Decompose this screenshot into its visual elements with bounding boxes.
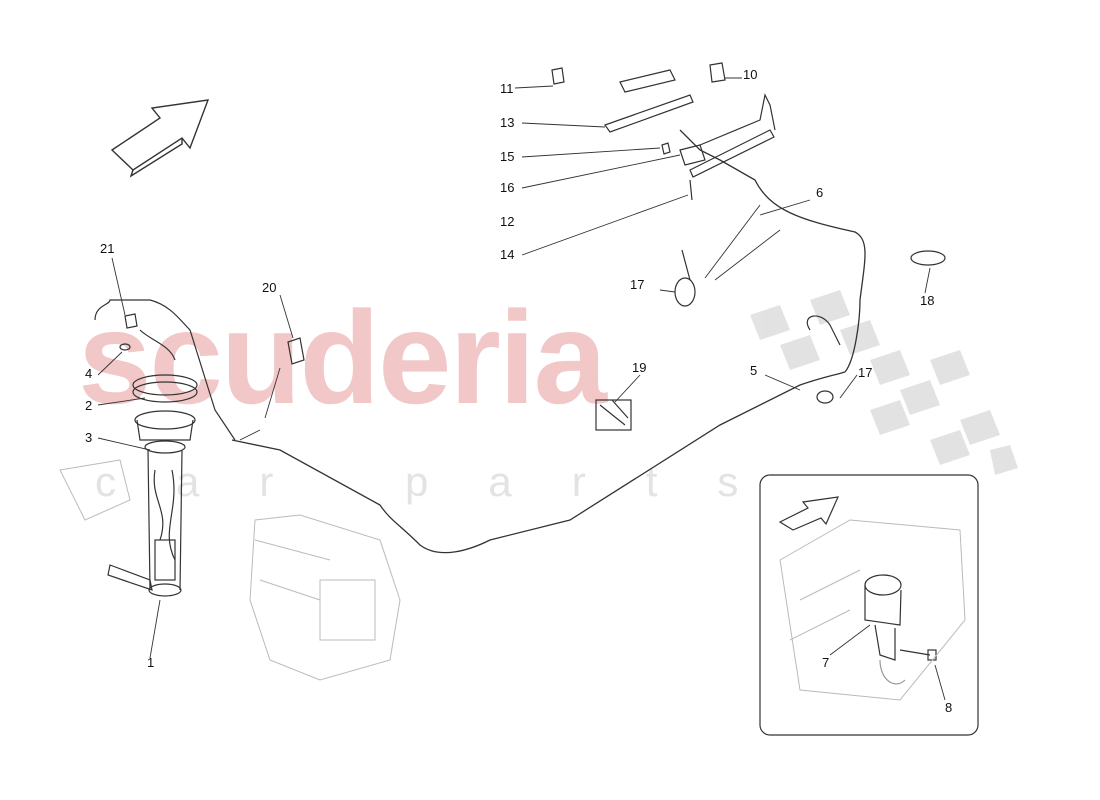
callout-4: 4 <box>85 366 92 381</box>
leader-lines <box>97 77 946 701</box>
callout-21: 21 <box>100 241 114 256</box>
callout-11: 11 <box>500 81 514 96</box>
callout-8: 8 <box>945 700 952 715</box>
callout-12: 12 <box>500 214 514 229</box>
callout-17a: 17 <box>630 277 644 292</box>
callout-3: 3 <box>85 430 92 445</box>
callout-15: 15 <box>500 149 514 164</box>
callout-1: 1 <box>147 655 154 670</box>
callout-16: 16 <box>500 180 514 195</box>
inset-detail-box <box>759 474 979 736</box>
inset-background-sketch <box>779 519 966 701</box>
callout-19: 19 <box>632 360 646 375</box>
callout-2: 2 <box>85 398 92 413</box>
callout-labels: 1 2 3 4 5 6 7 8 10 11 12 13 14 15 16 17 … <box>85 67 952 715</box>
fuel-pump-module <box>94 299 236 597</box>
fuel-line <box>231 129 866 554</box>
callout-5: 5 <box>750 363 757 378</box>
callout-20: 20 <box>262 280 276 295</box>
callout-10: 10 <box>743 67 757 82</box>
callout-6: 6 <box>816 185 823 200</box>
fuel-tank-outline <box>59 459 401 681</box>
direction-arrow <box>110 99 210 178</box>
callout-13: 13 <box>500 115 514 130</box>
checkered-flag-watermark <box>750 290 1018 475</box>
callout-14: 14 <box>500 247 514 262</box>
callout-7: 7 <box>822 655 829 670</box>
callout-17b: 17 <box>858 365 872 380</box>
fuel-rail-assembly <box>551 62 776 201</box>
callout-18: 18 <box>920 293 934 308</box>
component-clips <box>124 249 946 431</box>
